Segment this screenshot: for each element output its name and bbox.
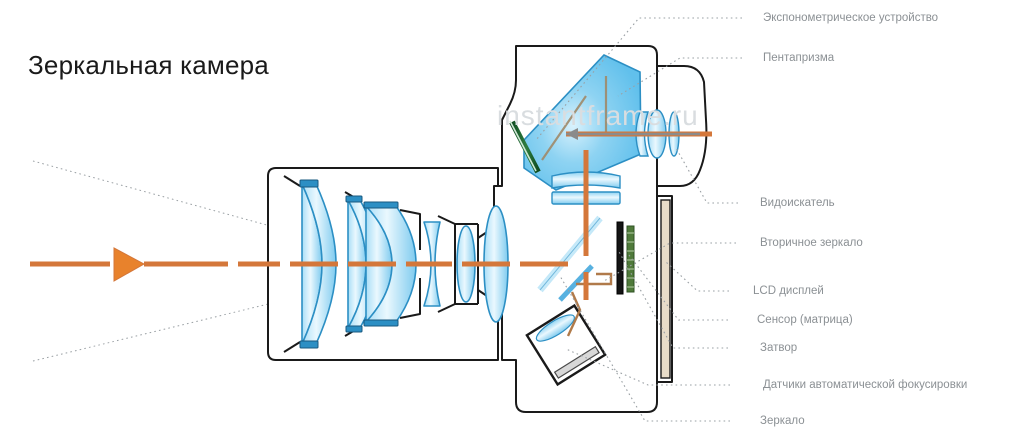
exposure-meter-strip [509,120,541,174]
leader-viewfinder [675,147,738,204]
callout-label-sensor-matrix: Сенсор (матрица) [757,314,853,326]
callout-label-viewfinder: Видоискатель [760,197,835,209]
leader-mirror [559,275,730,422]
lcd-panel [660,199,671,379]
af-light-path [566,272,613,337]
callout-label-shutter: Затвор [760,342,798,354]
leader-af-sensors [565,348,730,386]
leader-secondary-mirror [603,242,736,282]
callout-label-mirror: Зеркало [760,415,805,427]
callout-label-pentaprism: Пентапризма [763,52,835,64]
light-direction-arrow [113,247,146,282]
leader-sensor-matrix [628,254,728,321]
callout-label-secondary-mirror: Вторичное зеркало [760,237,863,249]
page-title: Зеркальная камера [28,50,269,80]
shutter-curtain [616,221,624,295]
callout-label-af-sensors: Датчики автоматической фокусировки [763,379,968,391]
main-mirror [537,215,603,293]
leader-shutter [617,249,728,349]
front-lens-edges [299,179,399,349]
callout-label-lcd-display: LCD дисплей [753,285,824,297]
image-sensor [626,225,635,293]
viewfinder-direction-arrow [566,128,700,140]
leader-exposure-meter [535,17,742,141]
leader-lcd-display [665,261,729,292]
callout-leader-lines [535,17,742,422]
af-module [525,303,607,387]
leader-pentaprism [617,57,742,97]
callout-label-exposure-meter: Экспонометрическое устройство [763,12,939,24]
